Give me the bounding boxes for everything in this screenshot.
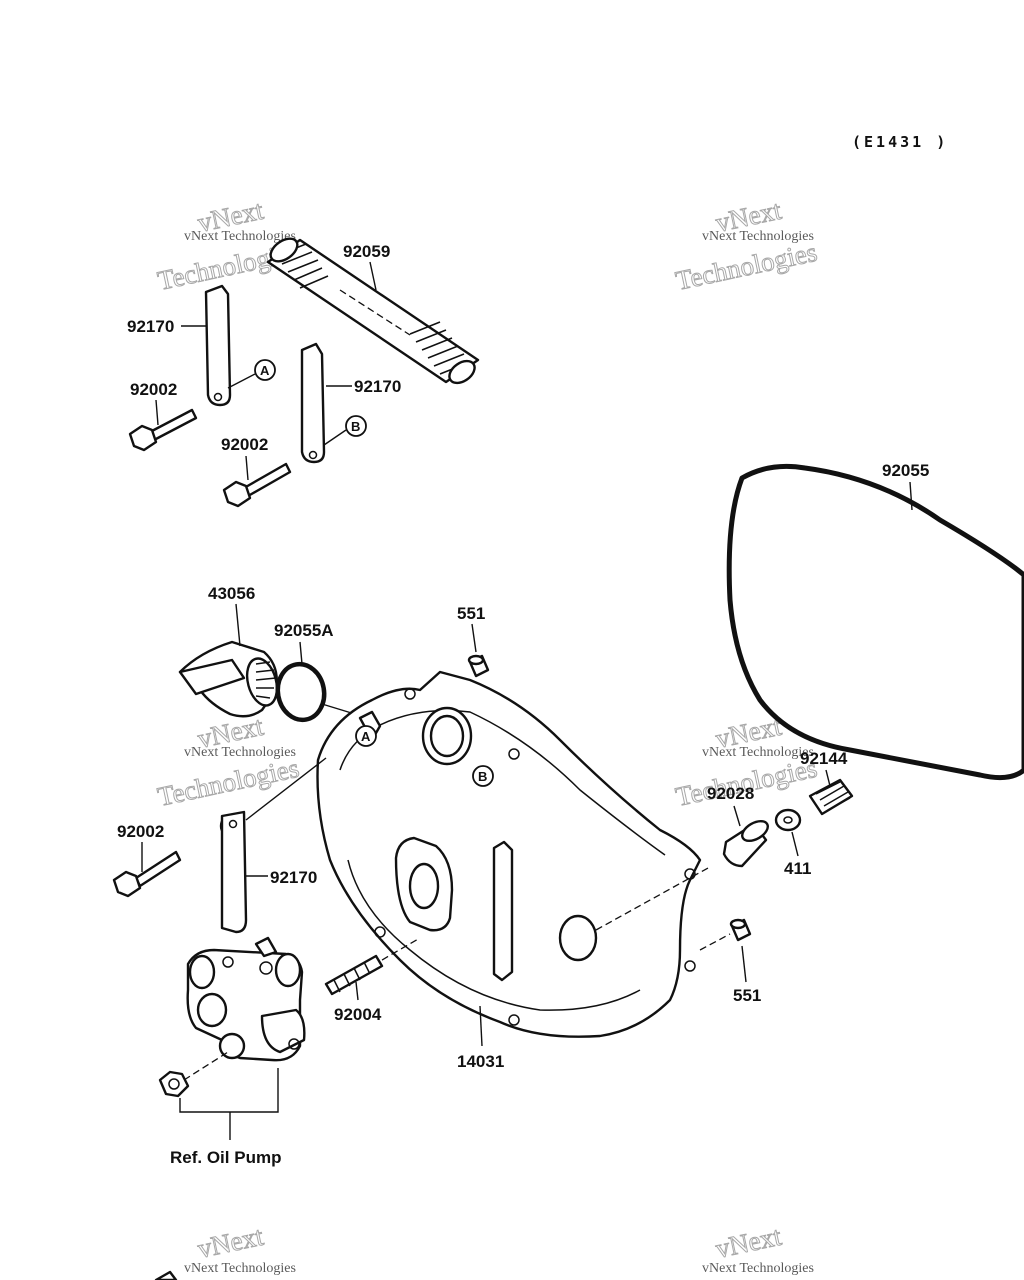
svg-text:Technologies: Technologies [155, 753, 302, 812]
bracket-92170-c [219, 810, 248, 934]
marker-a-cover [355, 725, 377, 747]
label-92028: 92028 [707, 784, 754, 803]
bracket-92170-a [204, 284, 232, 407]
watermark-bottom-left: vNext vNext Technologies [184, 1220, 296, 1276]
svg-text:vNext Technologies: vNext Technologies [184, 1261, 296, 1276]
washer-411 [774, 808, 802, 832]
svg-text:vNext Technologies: vNext Technologies [702, 229, 814, 244]
pipe-92059 [266, 237, 480, 385]
label-92055A: 92055A [274, 621, 334, 640]
cover-14031 [316, 670, 702, 1038]
svg-text:vNext Technologies: vNext Technologies [184, 229, 296, 244]
bolt-92002-a [128, 408, 198, 452]
dowel-551-bottom [729, 918, 752, 942]
watermark-bottom-right: vNext vNext Technologies [702, 1220, 814, 1276]
label-43056: 43056 [208, 584, 255, 603]
label-14031: 14031 [457, 1052, 504, 1071]
svg-text:Technologies: Technologies [673, 237, 820, 296]
svg-text:vNext Technologies: vNext Technologies [702, 1261, 814, 1276]
stud-92004 [324, 954, 384, 996]
oring-92055A [275, 661, 327, 723]
spring-92144 [808, 778, 854, 816]
label-551-bottom: 551 [733, 986, 761, 1005]
svg-text:B: B [351, 419, 360, 434]
cap-43056 [178, 640, 279, 718]
svg-text:vNext Technologies: vNext Technologies [702, 745, 814, 760]
label-92055: 92055 [882, 461, 929, 480]
label-551-top: 551 [457, 604, 485, 623]
label-92170-a: 92170 [127, 317, 174, 336]
svg-text:A: A [260, 363, 270, 378]
bracket-92170-b [300, 342, 326, 464]
oil-pump-nut [158, 1070, 190, 1098]
dowel-551-top [467, 654, 490, 678]
label-92170-b: 92170 [354, 377, 401, 396]
oil-pump-reference [186, 936, 306, 1062]
watermark-top-right: vNext vNext Technologies Technologies [673, 194, 821, 296]
bolt-92002-c [112, 850, 182, 898]
watermark-mid-left: vNext vNext Technologies Technologies [155, 710, 303, 812]
svg-text:vNext: vNext [713, 1221, 784, 1264]
marker-b-top [345, 415, 367, 437]
partial-part-bottom [154, 1270, 178, 1280]
svg-text:vNext: vNext [195, 1221, 266, 1264]
svg-text:B: B [478, 769, 487, 784]
diagram-code: (E1431 ) [852, 133, 948, 151]
label-92170-c: 92170 [270, 868, 317, 887]
gasket-92055 [726, 463, 1024, 781]
svg-text:A: A [361, 729, 371, 744]
marker-a-top [254, 359, 276, 381]
label-92002-c: 92002 [117, 822, 164, 841]
label-92002-a: 92002 [130, 380, 177, 399]
label-411: 411 [784, 859, 811, 878]
bolt-92002-b [222, 462, 292, 508]
label-92004: 92004 [334, 1005, 382, 1024]
label-92002-b: 92002 [221, 435, 268, 454]
label-92144: 92144 [800, 749, 848, 768]
label-92059: 92059 [343, 242, 390, 261]
collar-92028 [722, 819, 769, 868]
marker-b-cover [472, 765, 494, 787]
label-ref-oil-pump: Ref. Oil Pump [170, 1148, 281, 1167]
svg-text:vNext Technologies: vNext Technologies [184, 745, 296, 760]
